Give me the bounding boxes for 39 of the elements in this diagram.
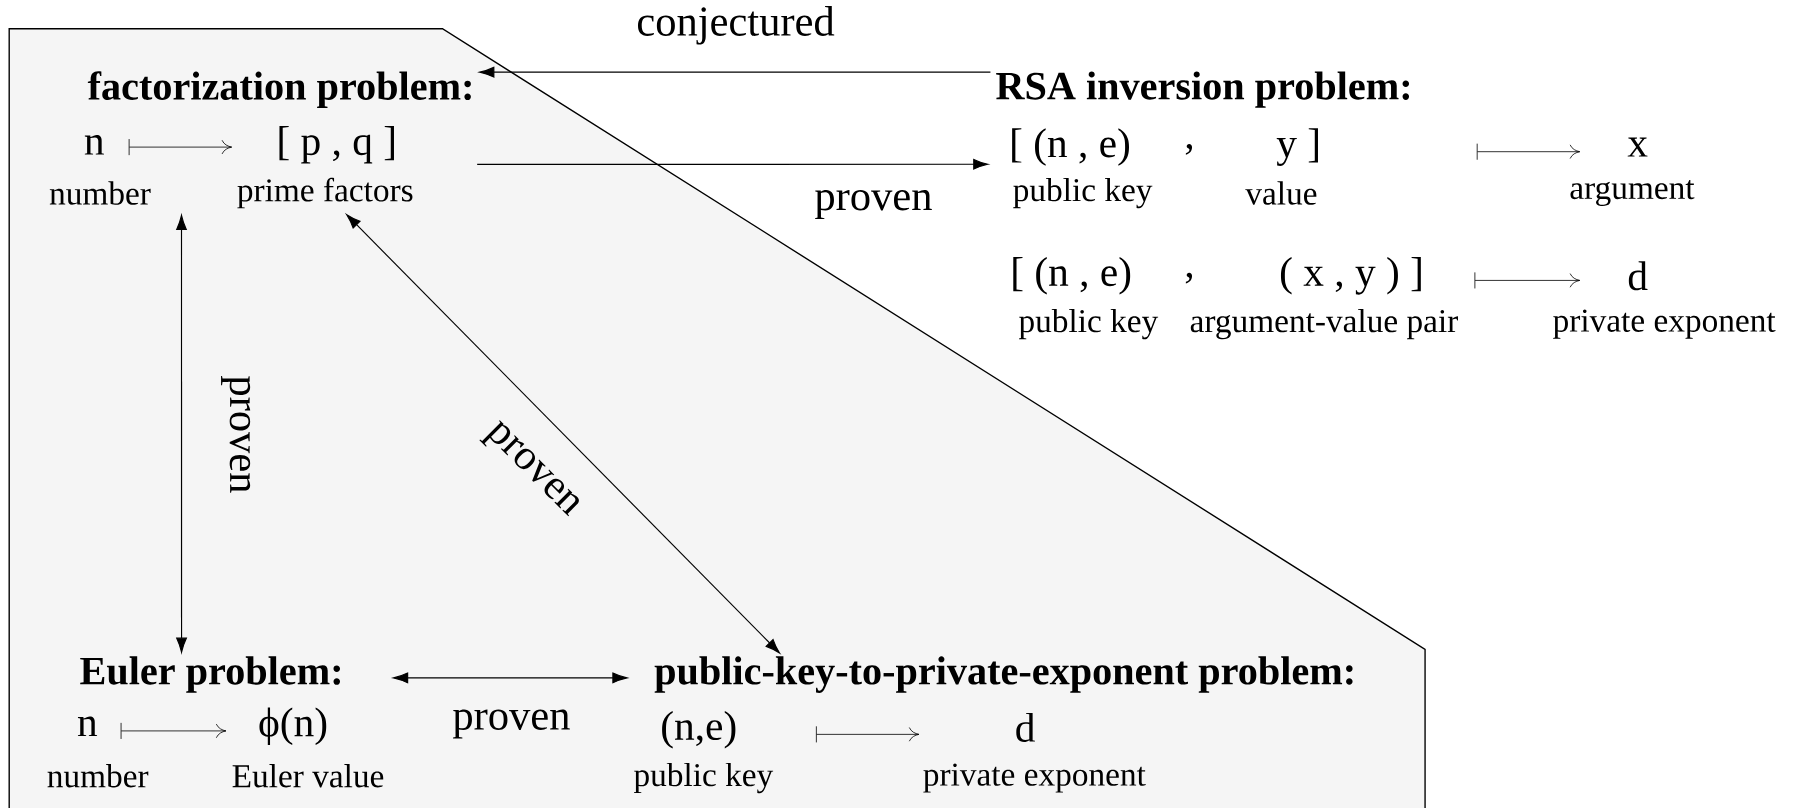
mapping-term: d (1016, 712, 1035, 743)
mapping-term: , (1185, 144, 1193, 155)
arrow (176, 214, 187, 653)
problem-title: factorization problem: (87, 71, 471, 109)
term-label: value (1245, 181, 1317, 205)
arrow (476, 158, 989, 170)
term-label: argument (1570, 180, 1695, 207)
term-label: prime factors (237, 177, 413, 209)
edge-label: proven (453, 709, 570, 739)
mapping-term: ( x , y ) ] (1280, 257, 1421, 295)
term-label: private exponent (1553, 309, 1776, 339)
edge-label: conjectured (638, 6, 835, 45)
mapping-term: ϕ(n) (259, 707, 327, 746)
mapping-term: [ (n , e) (1012, 128, 1129, 166)
mapping-term: , (1185, 272, 1193, 284)
edge-label: proven (221, 376, 251, 493)
term-label: public key (1013, 177, 1153, 209)
term-label: private exponent (923, 763, 1146, 793)
mapping-term: y ] (1276, 128, 1318, 166)
mapping-term: n (84, 135, 104, 155)
mapping-term: n (77, 716, 98, 737)
term-label: public key (1019, 308, 1159, 340)
problem-title: public-key-to-private-exponent problem: (654, 656, 1353, 693)
term-label: number (47, 764, 149, 788)
mapping-term: [ (n , e) (1013, 257, 1131, 295)
term-label: argument-value pair (1190, 308, 1458, 340)
mapping-term: d (1628, 261, 1648, 291)
term-label: Euler value (232, 764, 384, 788)
arrow (393, 672, 628, 684)
arrow (479, 66, 991, 78)
edge-label: proven (815, 190, 932, 220)
arrow (346, 214, 781, 654)
term-label: public key (634, 762, 774, 794)
mapping-term: x (1627, 137, 1648, 157)
mapping-term: (n,e) (662, 711, 736, 749)
mapping-term: [ p , q ] (279, 126, 394, 164)
term-label: number (49, 181, 151, 205)
problem-title: Euler problem: (80, 656, 340, 693)
problem-title: RSA inversion problem: (996, 71, 1410, 108)
